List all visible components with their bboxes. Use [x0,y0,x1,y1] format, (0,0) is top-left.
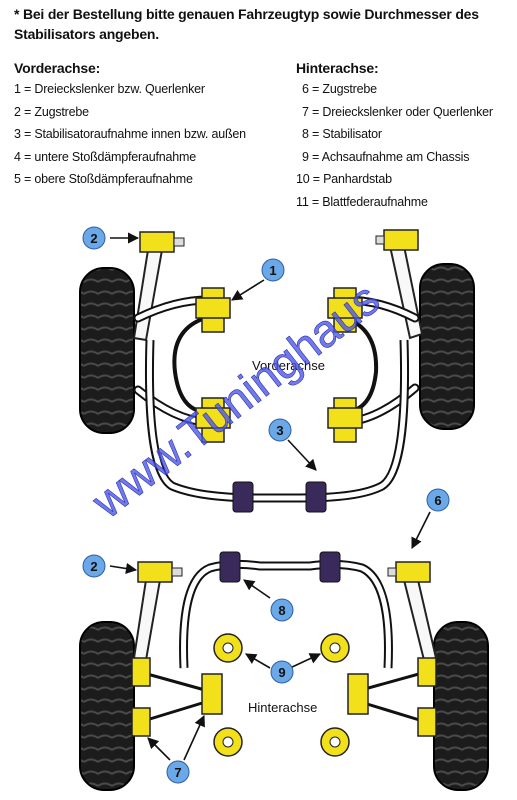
svg-text:1: 1 [269,263,276,278]
rear-left-wheel [79,621,135,791]
legend-front: Vorderachse: 1 = Dreieckslenker bzw. Que… [14,58,246,191]
front-right-wheel [419,263,475,430]
svg-text:2: 2 [90,559,97,574]
callout-9: 9 [270,660,294,684]
callout-1: 1 [261,258,285,282]
legend-front-item: 4 = untere Stoßdämpferaufnahme [14,149,196,164]
callout-8: 8 [270,598,294,622]
rear-axle-mounts [213,633,350,757]
rear-right-wheel [433,621,489,791]
order-note: * Bei der Bestellung bitte genauen Fahrz… [14,6,479,42]
front-axle-label: Vorderachse [252,358,325,373]
front-arm-bushings [195,287,363,443]
front-axle: Vorderachse [79,229,475,513]
legend-rear-item: 7 = Dreieckslenker oder Querlenker [302,104,493,119]
rear-top-mount-right [387,561,431,583]
legend-front-item: 3 = Stabilisatoraufnahme innen bzw. auße… [14,127,246,142]
legend-rear-item: 9 = Achsaufnahme am Chassis [302,149,470,164]
legend-front-item: 2 = Zugstrebe [14,104,89,119]
callout-6: 6 [426,488,450,512]
rear-axle: Hinterachse [79,551,489,791]
svg-text:3: 3 [276,423,283,438]
legend-rear-title: Hinterachse: [296,60,379,76]
legend-rear-item: 8 = Stabilisator [302,127,382,142]
rear-axle-label: Hinterachse [248,700,317,715]
rear-top-mount-left [137,561,183,583]
svg-text:8: 8 [278,603,285,618]
legend-rear-item: 6 = Zugstrebe [302,82,377,96]
front-top-mount-left [139,231,185,253]
legend-front-item: 5 = obere Stoßdämpferaufnahme [14,172,193,187]
front-top-mount-right [375,229,419,251]
callout-3: 3 [268,418,292,442]
svg-text:6: 6 [434,493,441,508]
front-stabilizer-bushings [232,481,327,513]
legend-front-title: Vorderachse: [14,60,101,76]
callout-2-rear: 2 [82,554,106,578]
svg-text:2: 2 [90,231,97,246]
svg-text:9: 9 [278,665,285,680]
rear-stabilizer-bushings [219,551,341,583]
rear-arm-bushings [131,657,437,737]
legend-front-item: 1 = Dreieckslenker bzw. Querlenker [14,82,205,96]
front-left-wheel [79,267,135,434]
callout-7: 7 [166,760,190,784]
legend-rear: Hinterachse: 6 = Zugstrebe 7 = Dreiecksl… [296,58,493,214]
callout-2-front: 2 [82,226,106,250]
legend-rear-item: 10 = Panhardstab [296,172,392,187]
svg-text:7: 7 [174,765,181,780]
legend-rear-item: 11 = Blattfederaufnahme [296,194,428,209]
